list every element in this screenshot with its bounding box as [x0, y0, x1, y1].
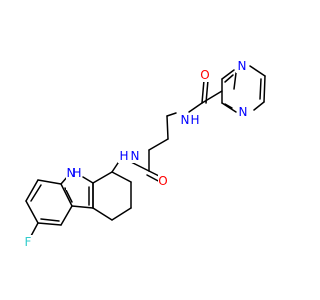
- oxygen-atom: O: [158, 174, 167, 188]
- bond: [259, 78, 262, 100]
- bond: [60, 205, 73, 226]
- label-bg: [158, 174, 169, 188]
- fluorine-atom: F: [25, 235, 32, 249]
- bond: [37, 222, 62, 226]
- nitrogen-atom: N: [67, 166, 76, 180]
- oxygen-atom: O: [200, 68, 209, 82]
- bond: [30, 184, 42, 202]
- bond: [263, 75, 266, 103]
- label-bg: [178, 113, 202, 127]
- bond: [82, 176, 94, 184]
- nitrogen-atom: N: [181, 113, 190, 127]
- bond: [64, 187, 73, 203]
- label-bg: [66, 166, 78, 190]
- bond: [205, 79, 209, 104]
- bond: [40, 218, 60, 222]
- bond: [111, 171, 132, 183]
- nitrogen-atom: N: [239, 105, 248, 119]
- bond: [249, 65, 266, 77]
- label-bg: [236, 59, 248, 73]
- bond: [92, 207, 113, 221]
- bond: [111, 162, 119, 173]
- hydrogen-atom: H: [119, 149, 128, 163]
- label-bg: [22, 235, 34, 249]
- bond: [30, 222, 39, 237]
- bond: [224, 74, 234, 83]
- label-bg: [200, 68, 211, 82]
- bond: [188, 102, 203, 113]
- bond: [111, 207, 132, 221]
- bond: [224, 103, 233, 109]
- bond: [166, 112, 177, 117]
- bond: [25, 200, 39, 224]
- label-bg: [118, 149, 142, 163]
- bonds: [25, 65, 266, 237]
- bond: [148, 138, 169, 151]
- bond: [71, 205, 94, 209]
- label-bg: [237, 105, 249, 119]
- atom-labels: O N N N H N H O H N F: [22, 59, 249, 249]
- bond: [221, 69, 235, 80]
- nitrogen-atom: N: [131, 149, 140, 163]
- bond: [92, 171, 113, 184]
- bond: [37, 179, 62, 185]
- bond: [233, 72, 237, 90]
- bond: [60, 183, 73, 207]
- bond: [253, 101, 265, 111]
- bond: [201, 79, 205, 104]
- bond: [25, 179, 39, 202]
- nitrogen-atom: N: [238, 59, 247, 73]
- bond: [166, 115, 169, 140]
- bond: [201, 90, 223, 104]
- molecule-structure: O N N N H N H O H N F: [22, 59, 266, 249]
- hydrogen-atom: H: [72, 166, 81, 180]
- bond: [221, 102, 237, 113]
- bond: [130, 161, 150, 172]
- hydrogen-atom: H: [190, 113, 199, 127]
